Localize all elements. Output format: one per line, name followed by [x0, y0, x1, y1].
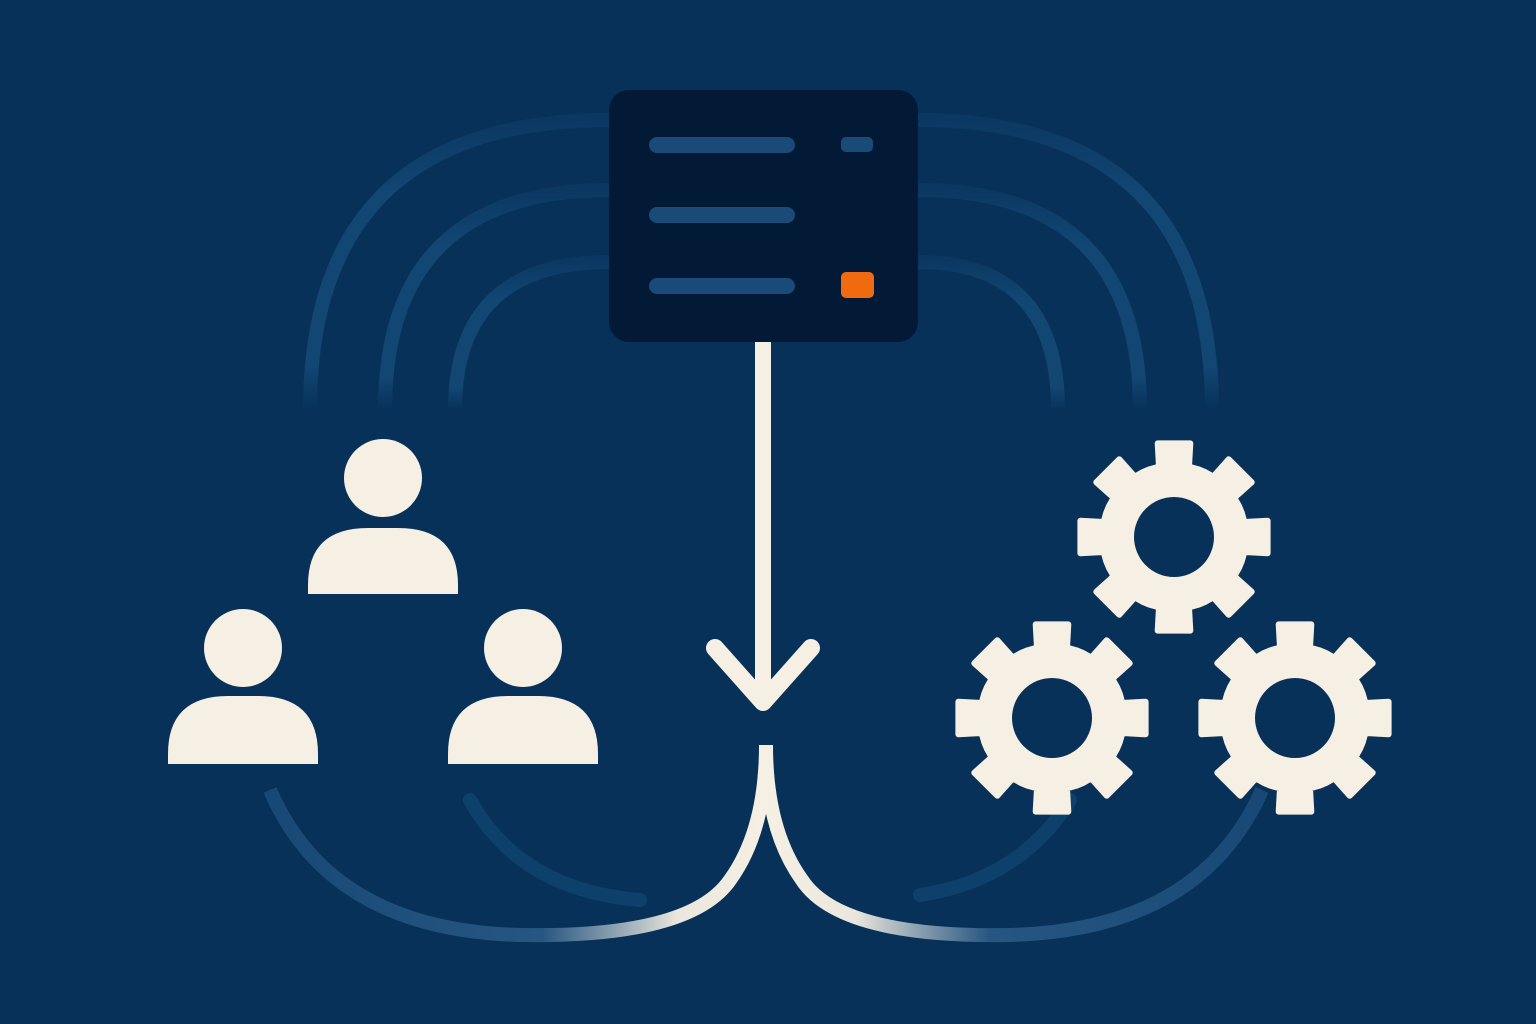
arc-lower-right [913, 793, 1077, 902]
arc-left-middle [378, 183, 617, 417]
person-icon [168, 609, 318, 764]
gears-group [955, 440, 1392, 815]
person-icon [448, 609, 598, 764]
arc-lower-left [463, 793, 647, 907]
gear-icon [1077, 440, 1271, 634]
arc-right-outer [911, 113, 1219, 417]
panel-row-bar [649, 137, 795, 153]
arc-left-inner [448, 255, 617, 417]
arc-right-middle [911, 183, 1147, 417]
panel-row-bar [649, 278, 795, 294]
lower-arcs [463, 793, 1077, 907]
panel-status-dot-accent [841, 272, 874, 298]
fork-connector [263, 744, 1269, 943]
arc-right-inner [911, 255, 1065, 417]
people-group [168, 439, 598, 764]
panel-status-bar [841, 137, 873, 152]
arrow-down-icon [706, 340, 820, 711]
signal-arcs [303, 113, 1219, 417]
panel-row-bar [649, 207, 795, 223]
config-panel [609, 90, 918, 342]
gear-icon [1198, 621, 1392, 815]
gear-icon [955, 621, 1149, 815]
arc-left-outer [303, 113, 617, 417]
person-icon [308, 439, 458, 594]
